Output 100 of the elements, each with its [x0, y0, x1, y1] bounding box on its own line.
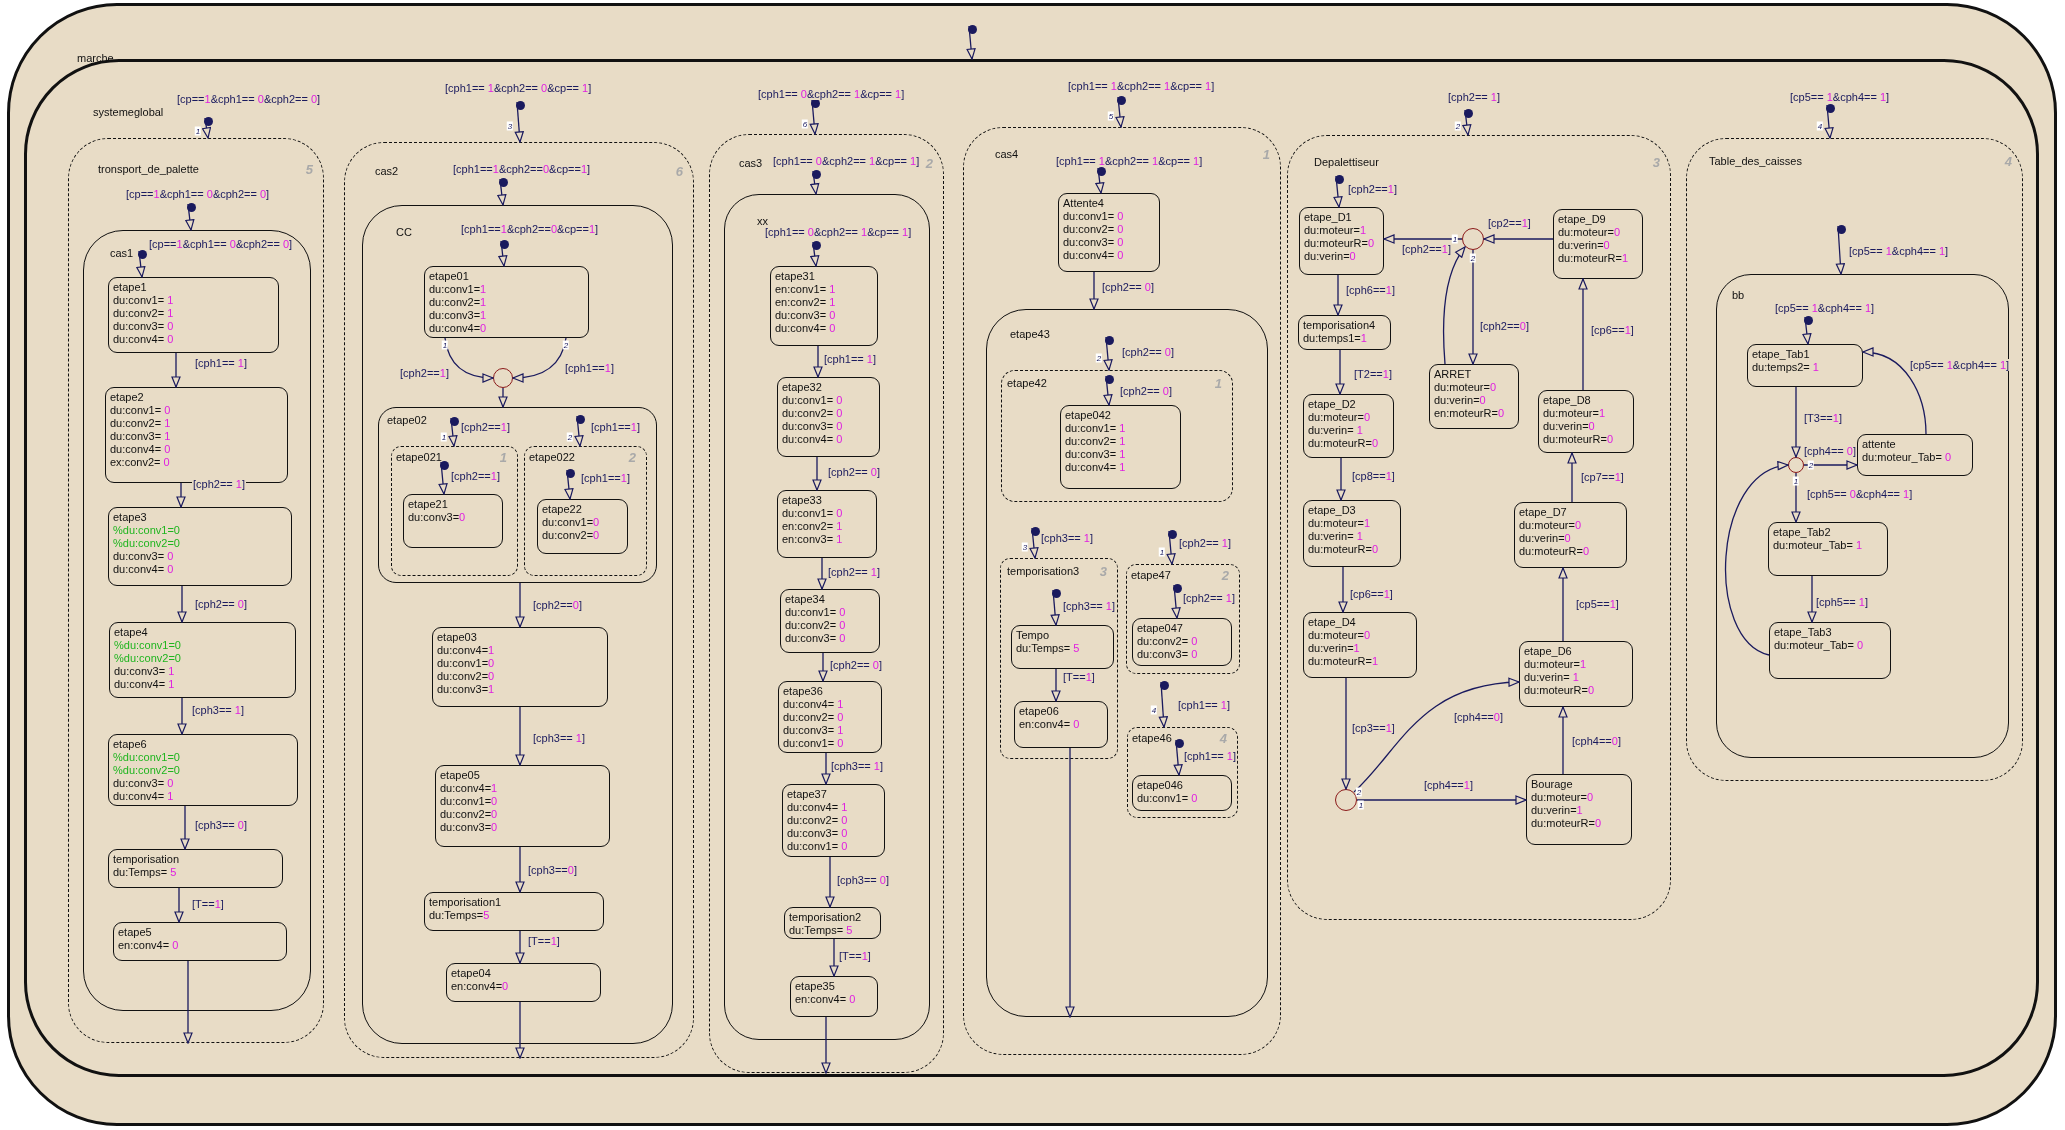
state-box: [1526, 774, 1632, 845]
state-box: [1553, 209, 1643, 279]
state-name: Tempo: [1016, 629, 1051, 642]
state-name: etape37: [787, 788, 828, 801]
transition-arrow: [1483, 234, 1554, 244]
state-action: du:moteurR=0: [1308, 437, 1380, 450]
state-action: du:conv1=1: [429, 283, 488, 296]
transition-arrow: [810, 241, 820, 267]
guard-label: [cph2==0]: [532, 599, 583, 611]
state-action: du:conv3= 1: [1065, 448, 1127, 461]
state-name: etape04: [451, 967, 492, 980]
state-box: [1060, 405, 1181, 489]
order-number: 1: [1451, 234, 1459, 244]
guard-label: [cp3==1]: [1351, 722, 1396, 734]
comment-text: %du:conv2=0: [114, 652, 182, 665]
state-action: du:conv3= 1: [783, 724, 845, 737]
guard-label: [cp==1&cph1== 0&cph2== 0]: [148, 238, 294, 250]
transition-arrow: [574, 415, 584, 447]
state-action: du:conv4= 0: [110, 443, 172, 456]
transition-arrow: [1338, 566, 1348, 613]
guard-label: [cph1==1&cph2==0&cp==1]: [460, 223, 600, 235]
state-name: etape47: [1131, 569, 1171, 582]
transition-arrow: [1166, 530, 1176, 565]
state-name: etape6: [113, 738, 148, 751]
state-name: temporisation2: [789, 911, 863, 924]
state-name: etape32: [782, 381, 823, 394]
guard-label: [cph1==1&cph2==0&cp==1]: [452, 163, 592, 175]
transition-arrow: [809, 99, 819, 135]
transition-arrow: [1462, 109, 1472, 136]
default-transition-dot: [1117, 96, 1126, 105]
guard-label: [cph2==1]: [1401, 243, 1452, 255]
state-box: [1132, 775, 1232, 811]
state-action: du:moteur=0: [1308, 411, 1372, 424]
state-name: etape02: [387, 414, 427, 427]
state-name: etape2: [110, 391, 145, 404]
transition-arrow: [185, 203, 195, 231]
order-number: 1: [194, 126, 202, 136]
default-transition-dot: [187, 203, 196, 212]
guard-label: [cph3== 0]: [194, 819, 248, 831]
state-action: en:moteurR=0: [1434, 407, 1506, 420]
guard-label: [cph2== 0]: [1121, 346, 1175, 358]
transition-arrow: [1335, 349, 1345, 395]
guard-label: [cph4==0]: [1571, 735, 1622, 747]
default-transition-dot: [968, 25, 977, 34]
guard-label: [cp5== 1&cph4== 1]: [1848, 245, 1950, 257]
guard-label: [cph1== 1]: [1183, 750, 1237, 762]
transition-arrow: [177, 697, 187, 735]
state-name: etape_D3: [1308, 504, 1357, 517]
state-action: du:conv3= 1: [110, 430, 172, 443]
state-box: [1303, 394, 1394, 458]
state-action: du:conv3= 0: [1063, 236, 1125, 249]
state-action: du:conv2= 0: [785, 619, 847, 632]
transition-arrow: [171, 352, 181, 388]
state-action: du:conv1= 0: [787, 840, 849, 853]
order-number: 2: [1454, 121, 1462, 131]
transition-arrow: [829, 938, 839, 977]
state-action: du:conv2= 0: [1063, 223, 1125, 236]
default-transition-dot: [1168, 530, 1177, 539]
transition-arrow: [498, 240, 508, 267]
state-name: etape46: [1132, 732, 1172, 745]
state-action: du:moteur=0: [1558, 226, 1622, 239]
transition-arrow: [1173, 739, 1183, 776]
guard-label: [cp5== 1&cph4== 1]: [1774, 302, 1876, 314]
transition-arrow: [1333, 274, 1343, 316]
state-name: tronsport_de_palette: [98, 163, 199, 176]
guard-label: [cph4==0]: [1453, 711, 1504, 723]
order-number: 6: [675, 164, 683, 179]
state-action: du:conv1=0: [437, 657, 496, 670]
state-name: cas2: [375, 165, 399, 178]
state-action: en:conv4= 0: [1019, 718, 1081, 731]
guard-label: [cph2== 0]: [1101, 281, 1155, 293]
order-number: 1: [499, 450, 507, 465]
transition-arrow: [1333, 175, 1343, 208]
order-number: 2: [925, 156, 933, 171]
transition-arrow: [512, 337, 567, 383]
state-name: temporisation1: [429, 896, 503, 909]
state-box: [1303, 612, 1417, 678]
order-number: 1: [441, 340, 449, 350]
transition-arrow: [1442, 246, 1466, 365]
state-name: etape_D8: [1543, 394, 1592, 407]
guard-label: [cph1== 0&cph2== 1&cp== 1]: [772, 155, 921, 167]
state-name: xx: [757, 215, 768, 228]
transition-arrow: [1567, 452, 1577, 503]
guard-label: [cp==1&cph1== 0&cph2== 0]: [125, 188, 271, 200]
order-number: 3: [1099, 564, 1107, 579]
guard-label: [cph2== 1]: [1178, 537, 1232, 549]
guard-label: [cph2== 1]: [827, 566, 881, 578]
guard-label: [cph2== 0]: [1119, 385, 1173, 397]
state-action: du:conv3= 0: [113, 550, 175, 563]
default-transition-dot: [1804, 316, 1813, 325]
state-action: du:conv1= 0: [110, 404, 172, 417]
default-transition-dot: [1826, 104, 1835, 113]
order-number: 1: [440, 432, 448, 442]
state-box: [108, 849, 283, 888]
state-box: [1132, 618, 1232, 666]
order-number: 2: [1355, 787, 1363, 797]
state-action: du:conv3= 0: [785, 632, 847, 645]
state-box: [1768, 522, 1888, 576]
state-name: etape_D1: [1304, 211, 1353, 224]
state-action: du:conv1= 0: [1137, 792, 1199, 805]
